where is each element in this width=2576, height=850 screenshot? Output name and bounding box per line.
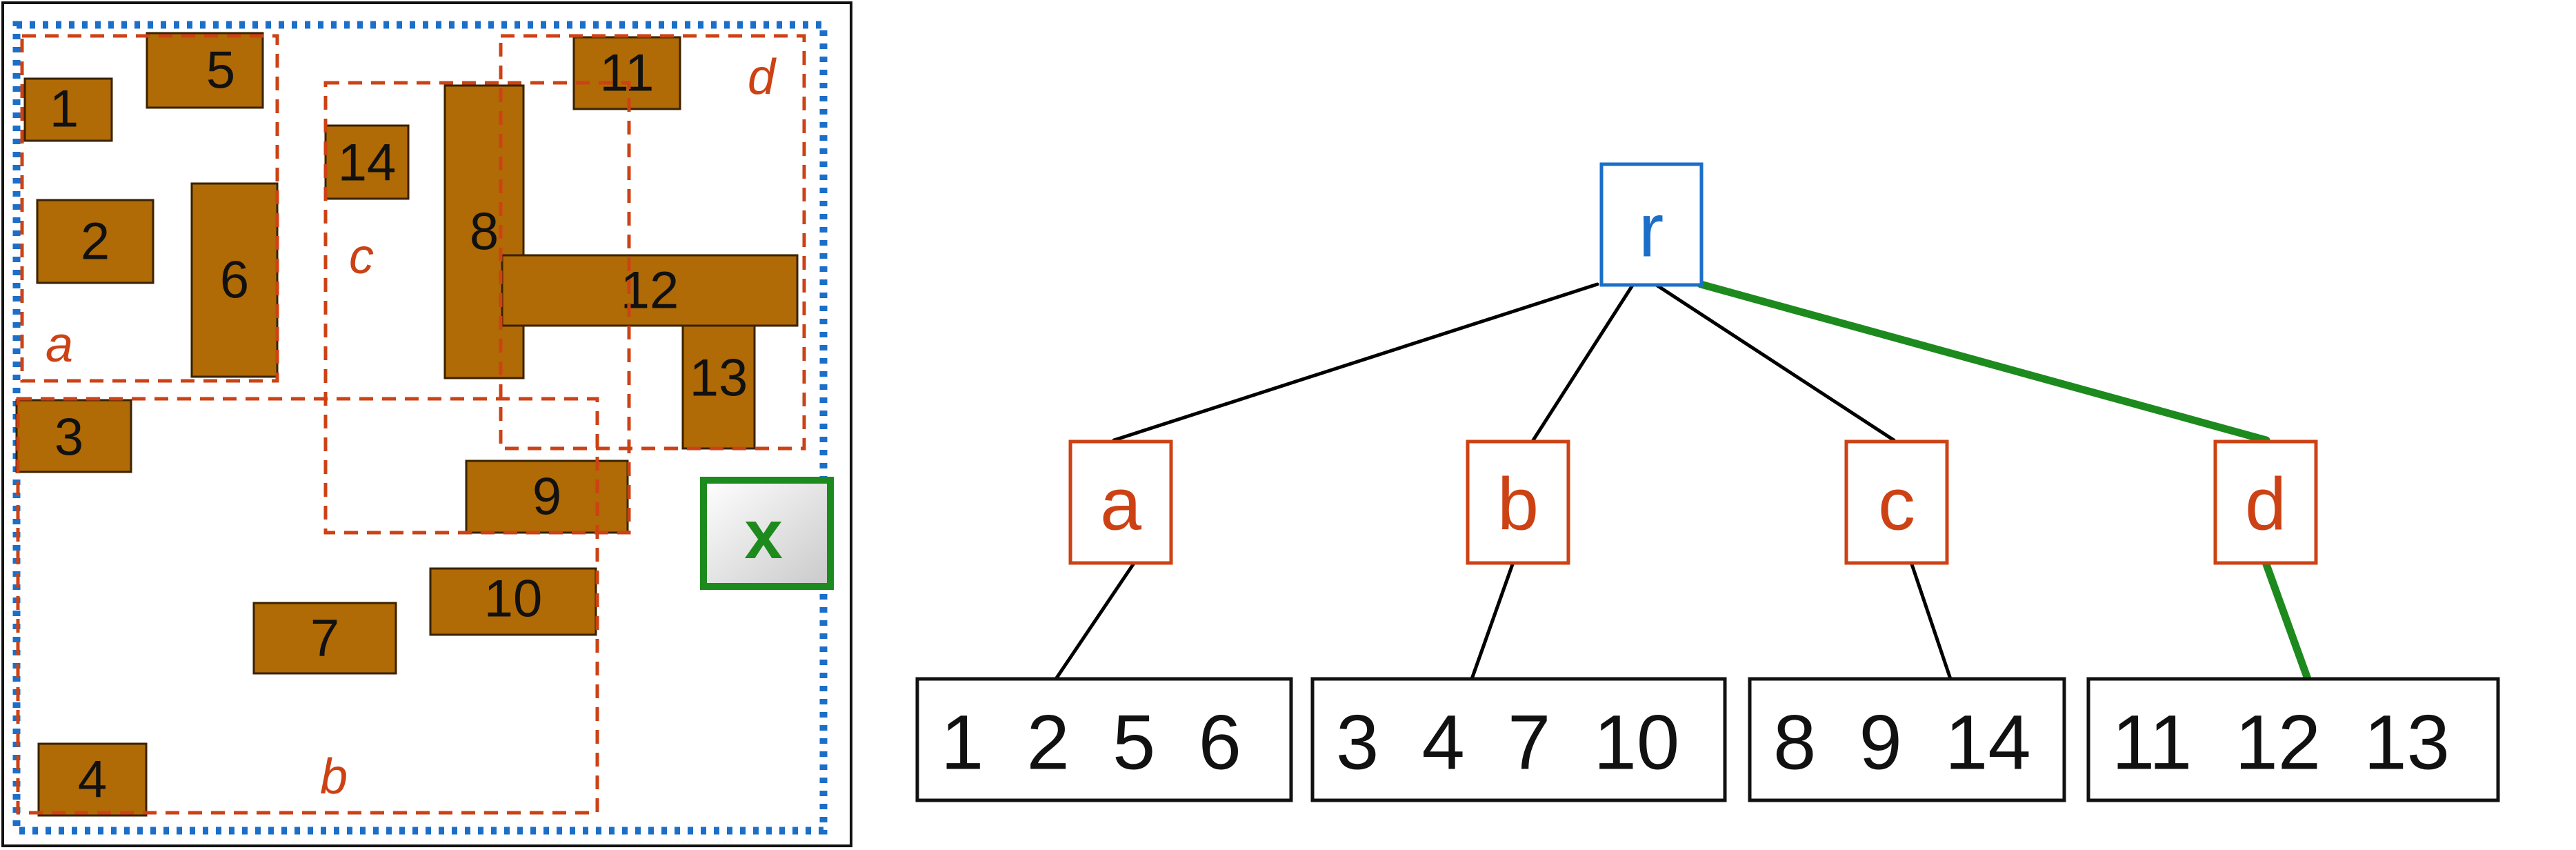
leaf-node-b-entries: 3 4 7 10 xyxy=(1336,700,1679,786)
mbr-b-label: b xyxy=(320,749,348,804)
tree-leaf-nodes: 1 2 5 6 3 4 7 10 8 9 14 11 12 13 xyxy=(915,677,2500,802)
tree-node-d-label: d xyxy=(2245,462,2286,546)
rect-9: 9 xyxy=(465,459,629,534)
mbr-d-box xyxy=(499,34,806,451)
mbr-b: b xyxy=(16,397,599,815)
root-node-label: r xyxy=(1639,188,1664,273)
root-node-box xyxy=(1599,162,1704,287)
mbr-d: d xyxy=(499,34,806,451)
tree-node-c: c xyxy=(1844,439,1949,565)
mbr-c-label: c xyxy=(349,229,374,284)
rect-14-box xyxy=(324,124,410,200)
rect-10-label: 10 xyxy=(484,570,543,629)
rect-2: 2 xyxy=(36,199,154,284)
mbr-a-box xyxy=(20,34,279,383)
tree-node-d: d xyxy=(2213,439,2318,565)
rect-3: 3 xyxy=(15,399,132,473)
tree-node-a: a xyxy=(1068,439,1173,565)
rect-7-box xyxy=(252,602,397,675)
leaf-node-b-box xyxy=(1310,677,1727,802)
rect-9-label: 9 xyxy=(532,468,561,526)
rect-14: 14 xyxy=(324,124,410,200)
rect-12: 12 xyxy=(501,254,799,327)
rect-7: 7 xyxy=(252,602,397,675)
edge-a-to-leaf xyxy=(1054,562,1135,681)
rect-2-label: 2 xyxy=(81,212,110,271)
rect-13-label: 13 xyxy=(690,349,748,408)
edge-b-to-leaf xyxy=(1470,562,1515,681)
leaf-node-a-entries: 1 2 5 6 xyxy=(941,700,1241,786)
mbr-c-box xyxy=(323,81,631,535)
leaf-node-d-entries: 11 12 13 xyxy=(2112,700,2450,786)
leaf-node-b: 3 4 7 10 xyxy=(1310,677,1727,802)
rect-6-label: 6 xyxy=(220,251,249,310)
rect-8-box xyxy=(443,84,525,379)
rect-11-box xyxy=(572,36,681,110)
leaf-node-a: 1 2 5 6 xyxy=(915,677,1293,802)
tree-node-d-box xyxy=(2213,439,2318,565)
rect-5-box xyxy=(146,32,264,109)
leaf-node-d: 11 12 13 xyxy=(2086,677,2500,802)
edge-r-to-a xyxy=(1112,282,1599,442)
rect-5-label: 5 xyxy=(206,41,235,100)
leaf-node-c: 8 9 14 xyxy=(1748,677,2066,802)
rect-5: 5 xyxy=(146,32,264,109)
edge-r-to-d xyxy=(1697,280,2270,444)
mbr-a-label: a xyxy=(46,317,73,373)
query-box xyxy=(700,477,834,590)
rect-6: 6 xyxy=(190,182,279,378)
tree-node-b: b xyxy=(1466,439,1570,565)
rect-1-label: 1 xyxy=(50,80,79,139)
edge-c-to-leaf xyxy=(1910,562,1953,681)
tree-node-c-label: c xyxy=(1878,462,1915,546)
rect-3-box xyxy=(15,399,132,473)
rect-1-box xyxy=(23,77,113,142)
rect-12-box xyxy=(501,254,799,327)
rect-1: 1 xyxy=(23,77,113,142)
query-rectangle: x xyxy=(700,477,834,590)
tree-node-b-box xyxy=(1466,439,1570,565)
rect-14-label: 14 xyxy=(338,134,397,192)
tree-panel: r a b c d 1 2 5 6 3 4 7 10 8 9 14 11 12 13 xyxy=(915,162,2500,802)
leaf-node-a-box xyxy=(915,677,1293,802)
rect-8-label: 8 xyxy=(470,203,499,261)
leaf-node-c-entries: 8 9 14 xyxy=(1773,700,2031,786)
rect-11: 11 xyxy=(572,36,681,110)
query-label: x xyxy=(744,496,783,573)
rect-11-label: 11 xyxy=(600,44,655,103)
node-mbrs: a b c d xyxy=(16,34,806,815)
edge-d-to-leaf xyxy=(2262,560,2312,683)
rect-4-label: 4 xyxy=(78,751,107,809)
rect-13-box xyxy=(681,324,756,450)
mbr-a: a xyxy=(20,34,279,383)
tree-internal-nodes: a b c d xyxy=(1068,439,2318,565)
root-node: r xyxy=(1599,162,1704,287)
mbr-d-label: d xyxy=(748,50,777,105)
mbr-b-box xyxy=(16,397,599,815)
rect-6-box xyxy=(190,182,279,378)
rect-10: 10 xyxy=(429,567,597,636)
tree-node-c-box xyxy=(1844,439,1949,565)
tree-edges xyxy=(1054,280,2312,683)
rect-13: 13 xyxy=(681,324,756,450)
rect-9-box xyxy=(465,459,629,534)
leaf-node-d-box xyxy=(2086,677,2500,802)
rect-3-label: 3 xyxy=(54,408,83,467)
rect-4-box xyxy=(37,742,148,817)
edge-r-to-b xyxy=(1531,282,1635,442)
rect-7-label: 7 xyxy=(310,609,339,668)
edge-r-to-c xyxy=(1653,282,1896,442)
tree-node-a-label: a xyxy=(1100,462,1142,546)
mbr-c: c xyxy=(323,81,631,535)
rect-8: 8 xyxy=(443,84,525,379)
rect-2-box xyxy=(36,199,154,284)
rect-4: 4 xyxy=(37,742,148,817)
leaf-node-c-box xyxy=(1748,677,2066,802)
tree-node-b-label: b xyxy=(1497,462,1539,546)
tree-node-a-box xyxy=(1068,439,1173,565)
